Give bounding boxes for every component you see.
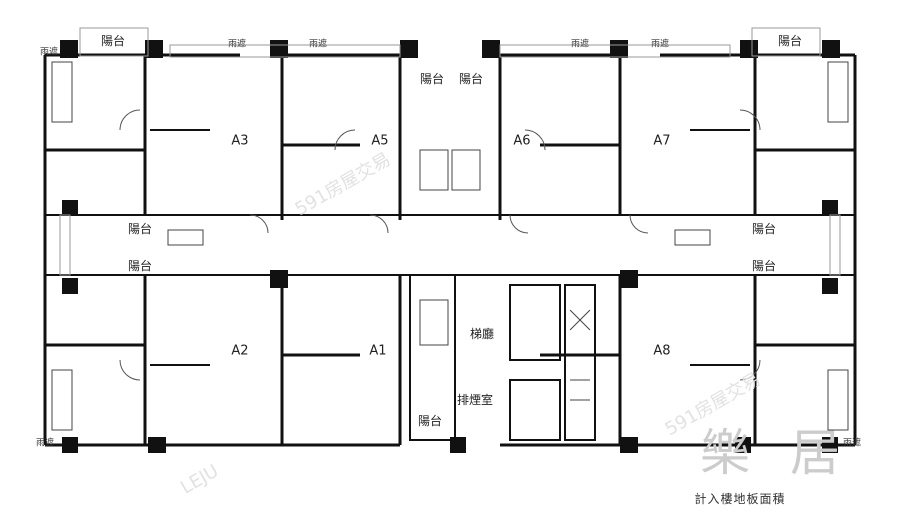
balcony-label: 陽台 (751, 222, 777, 236)
smoke-exhaust-room-label: 排煙室 (456, 393, 494, 407)
canopy-label: 雨遮 (35, 438, 55, 449)
balcony-label: 陽台 (100, 34, 126, 48)
unit-label-a8: A8 (653, 343, 671, 359)
balcony-label: 陽台 (419, 72, 445, 86)
fixtures (51, 61, 849, 431)
leju-logo: 樂居 (700, 424, 880, 482)
unit-label-a6: A6 (513, 133, 531, 149)
unit-label-a7: A7 (653, 133, 671, 149)
elevator-lobby-label: 梯廳 (469, 327, 495, 341)
balcony-label: 陽台 (777, 34, 803, 48)
balcony-label: 陽台 (417, 414, 443, 428)
unit-label-a2: A2 (231, 343, 249, 359)
balcony-label: 陽台 (127, 222, 153, 236)
balcony-label: 陽台 (458, 72, 484, 86)
balcony-label: 陽台 (751, 259, 777, 273)
door-swings (119, 109, 761, 381)
walls (43, 53, 857, 447)
unit-label-a5: A5 (371, 133, 389, 149)
canopy-label: 雨遮 (570, 39, 590, 50)
balcony-label: 陽台 (127, 259, 153, 273)
canopy-label: 雨遮 (308, 39, 328, 50)
unit-label-a3: A3 (231, 133, 249, 149)
canopy-label: 雨遮 (227, 39, 247, 50)
canopies (59, 27, 841, 276)
unit-label-a1: A1 (369, 343, 387, 359)
caption-note: 計入樓地板面積 (694, 492, 786, 506)
canopy-label: 雨遮 (650, 39, 670, 50)
canopy-label: 雨遮 (842, 438, 862, 449)
canopy-label: 雨遮 (39, 47, 59, 58)
